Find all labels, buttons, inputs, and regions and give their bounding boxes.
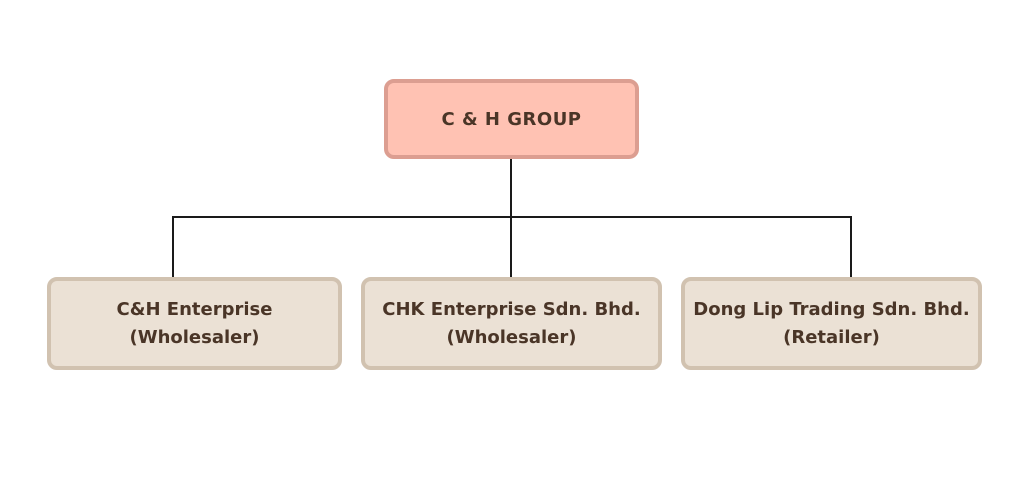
child-node-role: (Wholesaler) bbox=[129, 326, 260, 348]
connector-horizontal bbox=[172, 216, 852, 218]
child-node-name: CHK Enterprise Sdn. Bhd. bbox=[382, 298, 641, 320]
child-node-chk-enterprise: CHK Enterprise Sdn. Bhd. (Wholesaler) bbox=[361, 277, 662, 370]
child-node-ch-enterprise: C&H Enterprise (Wholesaler) bbox=[47, 277, 342, 370]
connector-child-1 bbox=[172, 216, 174, 277]
child-node-role: (Retailer) bbox=[783, 326, 880, 348]
child-node-dong-lip-trading: Dong Lip Trading Sdn. Bhd. (Retailer) bbox=[681, 277, 982, 370]
connector-root-down bbox=[510, 159, 512, 218]
child-node-role: (Wholesaler) bbox=[446, 326, 577, 348]
root-node-label: C & H GROUP bbox=[441, 108, 582, 130]
child-node-name: C&H Enterprise bbox=[116, 298, 273, 320]
connector-child-2 bbox=[510, 216, 512, 277]
child-node-name: Dong Lip Trading Sdn. Bhd. bbox=[693, 298, 970, 320]
root-node: C & H GROUP bbox=[384, 79, 639, 159]
connector-child-3 bbox=[850, 216, 852, 277]
